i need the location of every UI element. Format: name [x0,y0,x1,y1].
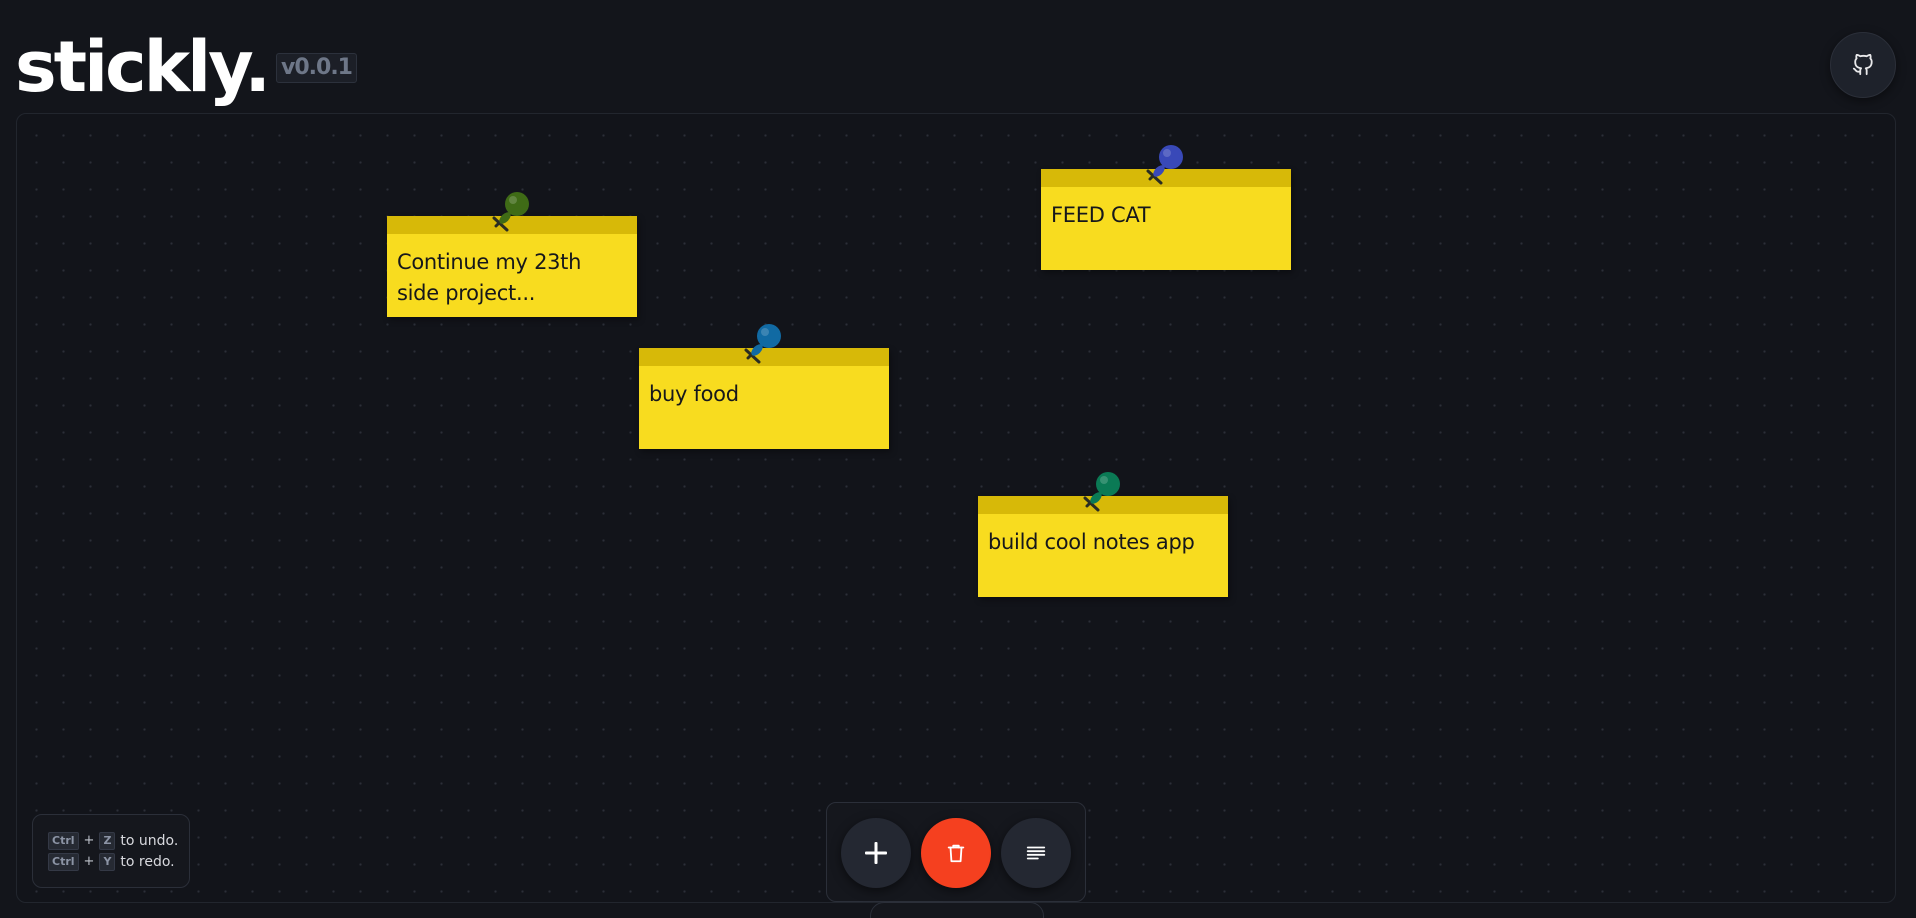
note-text[interactable]: FEED CAT [1051,203,1151,227]
ctrl-key: Ctrl [48,852,79,871]
sticky-note[interactable]: FEED CAT [1041,145,1291,270]
note-drag-strip[interactable] [978,496,1228,514]
redo-hint: Ctrl + Y to redo. [48,851,189,872]
align-text-button[interactable] [1001,818,1071,888]
ctrl-key: Ctrl [48,831,79,850]
note-drag-strip[interactable] [639,348,889,366]
app-logo: stickly. [15,26,271,108]
z-key: Z [99,831,116,850]
github-button[interactable] [1830,32,1896,98]
sticky-note[interactable]: buy food [639,324,889,449]
align-text-icon [1026,846,1046,860]
trash-icon [947,844,965,863]
pushpin-icon [1083,472,1120,512]
version-badge: v0.0.1 [276,53,357,83]
secondary-toolbar[interactable] [870,902,1044,918]
pushpin-icon [492,192,529,232]
plus-sign: + [83,854,95,869]
y-key: Y [99,852,116,871]
note-text[interactable]: buy food [649,382,739,406]
bottom-toolbar [826,802,1086,902]
note-text[interactable]: build cool notes app [988,530,1195,554]
github-icon [1852,54,1873,76]
pushpin-icon [744,324,781,364]
keyboard-shortcut-hint: Ctrl + Z to undo. Ctrl + Y to redo. [32,814,190,888]
sticky-note[interactable]: build cool notes app [978,472,1228,597]
add-note-button[interactable] [841,818,911,888]
undo-hint: Ctrl + Z to undo. [48,830,189,851]
plus-icon [865,842,887,864]
sticky-note[interactable]: Continue my 23th side project... [387,192,637,317]
plus-sign: + [83,833,95,848]
note-drag-strip[interactable] [387,216,637,234]
redo-label: to redo. [120,853,175,870]
note-text[interactable]: Continue my 23th side project... [397,250,582,305]
undo-label: to undo. [120,832,179,849]
notes-board[interactable] [16,113,1896,903]
note-drag-strip[interactable] [1041,169,1291,187]
pushpin-icon [1146,145,1183,185]
delete-note-button[interactable] [921,818,991,888]
